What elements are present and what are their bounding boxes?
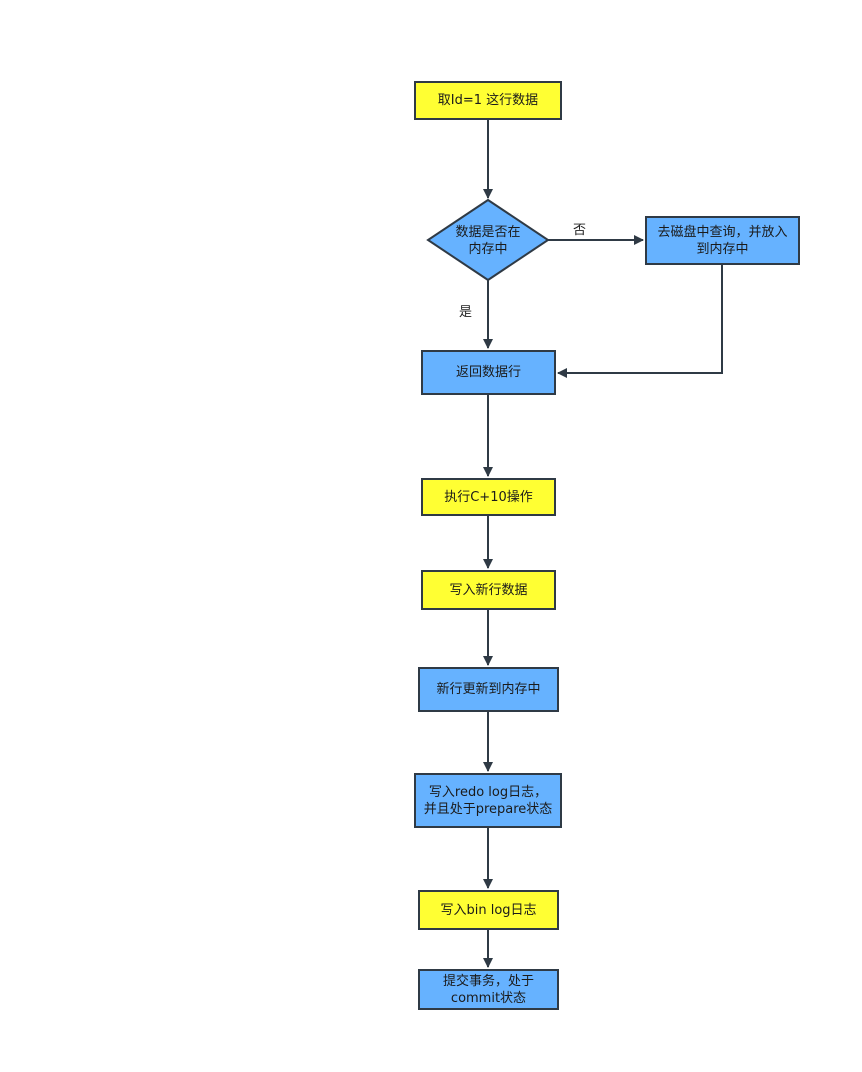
step-disk-query-line2: 到内存中: [696, 241, 749, 257]
decision-label: 数据是否在 内存中: [438, 224, 538, 258]
step-return-row-label: 返回数据行: [455, 365, 521, 380]
step-bin-log-label: 写入bin log日志: [440, 902, 537, 918]
step-update-memory-label: 新行更新到内存中: [436, 682, 541, 697]
decision-label-line1: 数据是否在: [455, 225, 521, 240]
step-fetch-row-label: 取Id=1 这行数据: [437, 93, 539, 108]
step-disk-query-line1: 去磁盘中查询，并放入: [657, 224, 788, 240]
step-write-new-row: 写入新行数据: [421, 570, 556, 610]
step-write-new-row-label: 写入新行数据: [449, 582, 528, 598]
step-commit-line1: 提交事务，处于: [442, 973, 534, 989]
decision-label-line2: 内存中: [468, 242, 508, 257]
step-execute-c-plus-10: 执行C+10操作: [421, 478, 556, 516]
arrow-disk-to-return: [557, 265, 723, 378]
step-disk-query: 去磁盘中查询，并放入 到内存中: [645, 216, 800, 265]
step-execute-label: 执行C+10操作: [444, 489, 533, 505]
edge-label-yes: 是: [459, 305, 473, 320]
step-redo-log-prepare: 写入redo log日志， 并且处于prepare状态: [414, 773, 562, 828]
step-update-memory: 新行更新到内存中: [418, 667, 559, 712]
step-commit: 提交事务，处于 commit状态: [418, 969, 559, 1010]
step-redo-log-line1: 写入redo log日志，: [428, 784, 548, 800]
edge-label-no: 否: [573, 223, 587, 238]
step-return-row: 返回数据行: [421, 350, 556, 395]
step-commit-line2: commit状态: [450, 990, 527, 1006]
step-redo-log-line2: 并且处于prepare状态: [423, 801, 553, 817]
step-bin-log: 写入bin log日志: [418, 890, 559, 930]
step-fetch-row: 取Id=1 这行数据: [414, 81, 562, 120]
